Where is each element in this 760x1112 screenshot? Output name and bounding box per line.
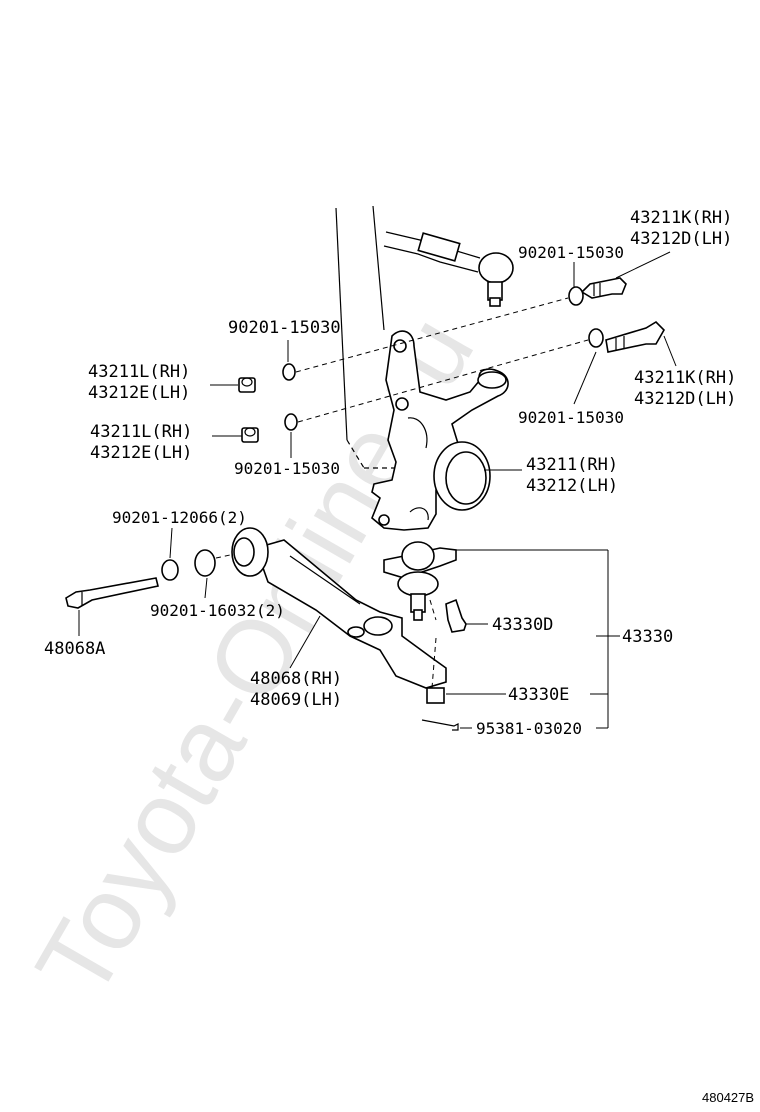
label-43211K-rh[interactable]: 43211K(RH)	[630, 208, 732, 228]
lower-control-arm	[231, 527, 447, 689]
bolt-arm	[65, 577, 159, 609]
diagram-id: 480427B	[702, 1090, 754, 1105]
label-43212-lh[interactable]: 43212(LH)	[526, 476, 618, 496]
ball-joint	[383, 541, 457, 621]
label-90201-16032[interactable]: 90201-16032(2)	[150, 601, 285, 620]
nut-ball-joint	[426, 687, 445, 704]
washer-left-1	[282, 363, 296, 381]
nut-left-1	[238, 377, 256, 393]
bolt-upper-2	[605, 320, 665, 353]
washer-upper-1	[568, 286, 584, 306]
washer-left-2	[284, 413, 298, 431]
label-43211L-rh-2[interactable]: 43211L(RH)	[90, 422, 192, 442]
label-43211K-rh-2[interactable]: 43211K(RH)	[634, 368, 736, 388]
label-43330[interactable]: 43330	[622, 627, 673, 647]
label-43211-rh[interactable]: 43211(RH)	[526, 455, 618, 475]
label-95381-03020[interactable]: 95381-03020	[476, 719, 582, 738]
label-43212E-lh-2[interactable]: 43212E(LH)	[90, 443, 192, 463]
label-48069-lh[interactable]: 48069(LH)	[250, 690, 342, 710]
label-43212E-lh-1[interactable]: 43212E(LH)	[88, 383, 190, 403]
label-48068A[interactable]: 48068A	[44, 639, 105, 659]
washer-upper-2	[588, 328, 604, 348]
label-48068-rh[interactable]: 48068(RH)	[250, 669, 342, 689]
label-43330D[interactable]: 43330D	[492, 615, 553, 635]
cotter-pin	[421, 719, 459, 731]
washer-arm-2	[194, 549, 216, 577]
leader-lines	[78, 251, 677, 729]
label-90201-15030-d[interactable]: 90201-15030	[234, 459, 340, 478]
tie-rod-end	[383, 231, 514, 307]
label-90201-12066[interactable]: 90201-12066(2)	[112, 508, 247, 527]
bolt-upper-1	[580, 277, 627, 299]
assembly-lines	[215, 297, 589, 689]
label-90201-15030-b[interactable]: 90201-15030	[228, 318, 341, 338]
steering-knuckle	[371, 330, 509, 531]
washer-arm-1	[161, 559, 179, 581]
label-43212D-lh[interactable]: 43212D(LH)	[630, 229, 732, 249]
label-43211L-rh-1[interactable]: 43211L(RH)	[88, 362, 190, 382]
label-43212D-lh-2[interactable]: 43212D(LH)	[634, 389, 736, 409]
label-90201-15030-c[interactable]: 90201-15030	[518, 408, 624, 427]
nut-left-2	[241, 427, 259, 443]
label-90201-15030-a[interactable]: 90201-15030	[518, 243, 624, 262]
bolt-ball-joint	[445, 598, 467, 633]
label-43330E[interactable]: 43330E	[508, 685, 569, 705]
